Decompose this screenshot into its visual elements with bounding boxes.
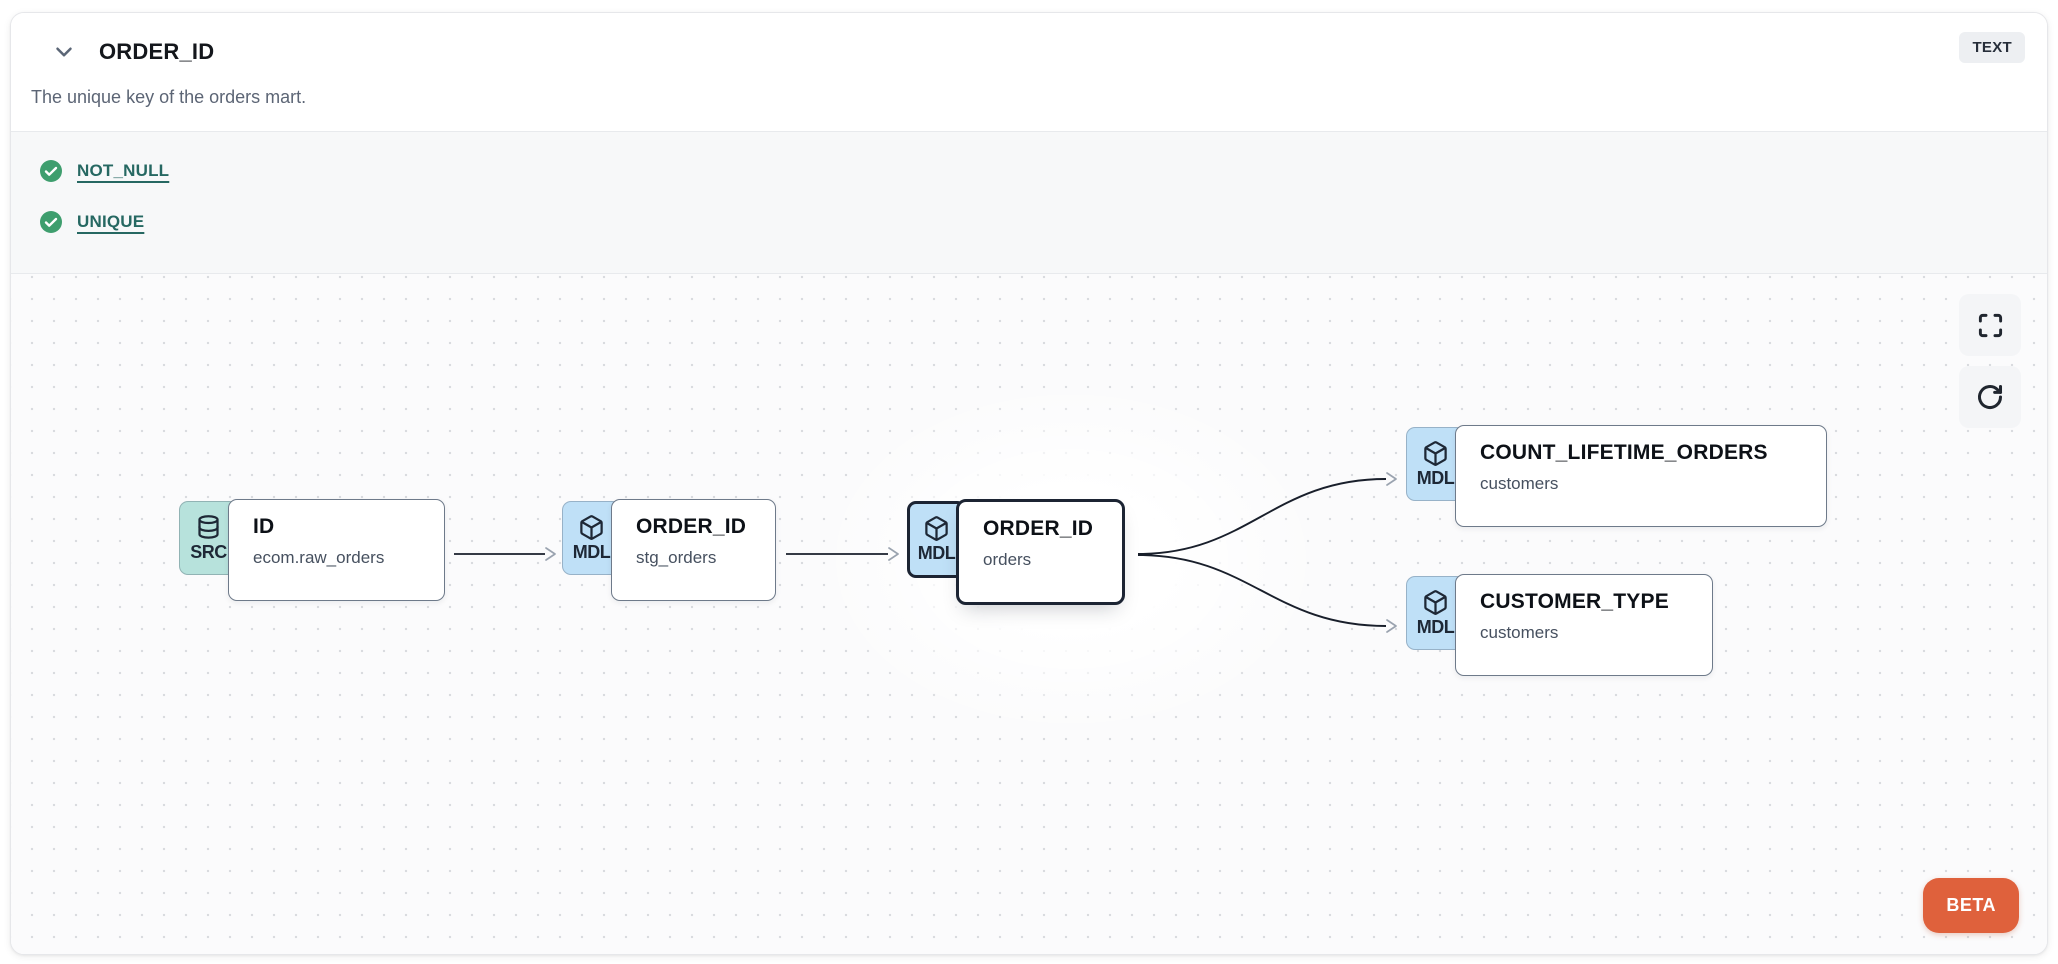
node-subtitle: customers (1480, 623, 1559, 642)
tests-section: NOT_NULL UNIQUE (11, 131, 2047, 273)
badge-label: MDL (572, 541, 611, 562)
check-circle-icon (40, 211, 62, 233)
node-title: ORDER_ID (983, 517, 1094, 540)
cube-icon (1424, 589, 1447, 615)
node-title: ID (253, 515, 275, 538)
lineage-edges (454, 472, 1397, 633)
node-title: CUSTOMER_TYPE (1480, 590, 1669, 613)
node-title: COUNT_LIFETIME_ORDERS (1480, 441, 1768, 464)
page-title: ORDER_ID (99, 39, 215, 64)
node-title: ORDER_ID (636, 515, 747, 538)
node-subtitle: customers (1480, 474, 1559, 493)
test-link-unique[interactable]: UNIQUE (77, 212, 145, 231)
collapse-button[interactable] (51, 39, 77, 65)
cube-icon (580, 514, 603, 540)
lineage-node-orders-selected[interactable]: MDL ORDER_ID orders (907, 499, 1125, 605)
lineage-canvas[interactable]: SRC ID ecom.raw_orders MDL ORDER_ID stg_… (11, 273, 2047, 954)
refresh-button[interactable] (1959, 366, 2021, 428)
database-icon (198, 514, 219, 539)
test-row: NOT_NULL (39, 153, 2047, 189)
cube-icon (925, 516, 948, 541)
column-description: The unique key of the orders mart. (31, 87, 307, 107)
column-type-badge: TEXT (1959, 32, 2025, 63)
test-row: UNIQUE (39, 204, 2047, 240)
header: ORDER_ID TEXT The unique key of the orde… (11, 13, 2047, 131)
node-subtitle: ecom.raw_orders (253, 548, 385, 567)
fullscreen-button[interactable] (1959, 294, 2021, 356)
badge-label: MDL (917, 543, 956, 563)
beta-badge: BETA (1923, 878, 2019, 933)
refresh-icon (1978, 384, 2003, 409)
lineage-node-source[interactable]: SRC ID ecom.raw_orders (179, 499, 445, 601)
fullscreen-icon (1978, 313, 2002, 337)
lineage-node-customer-type[interactable]: MDL CUSTOMER_TYPE customers (1406, 574, 1713, 676)
chevron-down-icon (56, 47, 72, 57)
badge-label: MDL (1416, 467, 1455, 488)
badge-label: MDL (1416, 616, 1455, 637)
node-subtitle: stg_orders (636, 548, 717, 567)
lineage-node-stg-orders[interactable]: MDL ORDER_ID stg_orders (562, 499, 776, 601)
node-subtitle: orders (983, 550, 1032, 569)
column-details-card: ORDER_ID TEXT The unique key of the orde… (10, 12, 2048, 955)
lineage-node-count-lifetime-orders[interactable]: MDL COUNT_LIFETIME_ORDERS customers (1406, 425, 1827, 527)
canvas-controls (1959, 294, 2021, 428)
check-circle-icon (40, 160, 62, 182)
cube-icon (1424, 440, 1447, 466)
badge-label: SRC (190, 541, 227, 562)
test-link-not-null[interactable]: NOT_NULL (77, 161, 170, 180)
